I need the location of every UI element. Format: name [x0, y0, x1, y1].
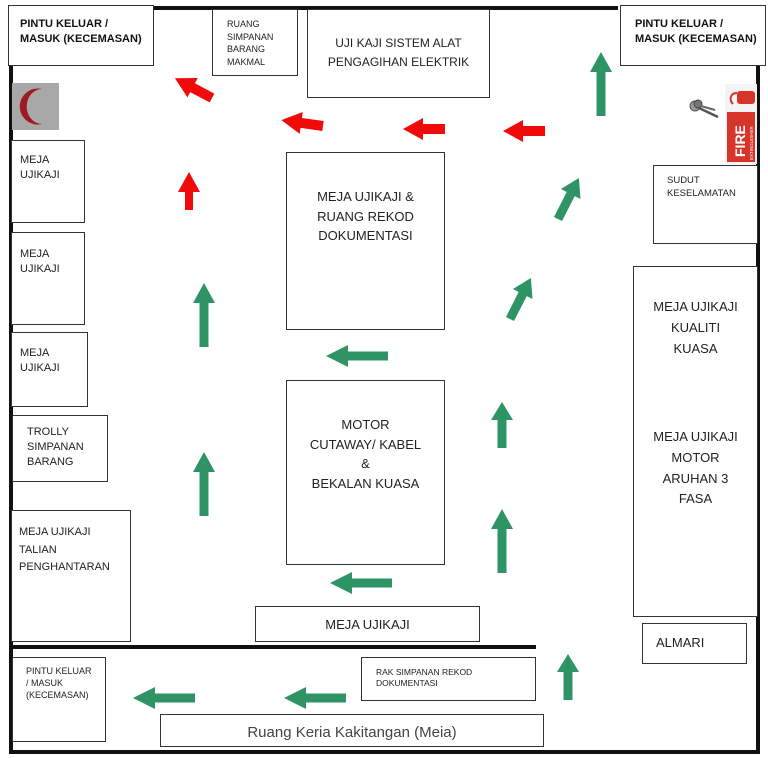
- green-arrow-up: [193, 452, 215, 516]
- red-arrow-up-left: [169, 68, 218, 108]
- fire-label: FIRE: [732, 125, 748, 157]
- test-table-3: MEJA UJIKAJI: [11, 332, 88, 407]
- fire-extinguisher-icon: FIRE EXTINGUISHER: [725, 84, 757, 164]
- test-table-2-label: MEJA UJIKAJI: [20, 248, 60, 275]
- red-arrow-left: [403, 118, 445, 140]
- red-crescent-icon: [12, 83, 59, 130]
- green-arrow-up: [491, 402, 513, 448]
- wall-right: [756, 8, 760, 754]
- red-arrow-up: [178, 172, 200, 210]
- wall-corridor-divider: [9, 645, 536, 649]
- records-rack: RAK SIMPANAN REKOD DOKUMENTASI: [361, 657, 536, 701]
- safety-corner-label: SUDUT KESELAMATAN: [667, 175, 736, 199]
- test-table-bottom: MEJA UJIKAJI: [255, 606, 480, 642]
- records-test-table: MEJA UJIKAJI & RUANG REKOD DOKUMENTASI: [286, 152, 445, 330]
- exit-top-right-label: PINTU KELUAR / MASUK (KECEMASAN): [635, 18, 757, 45]
- motor-cutaway-label: MOTOR CUTAWAY/ KABEL & BEKALAN KUASA: [309, 417, 422, 491]
- distribution-test-label: UJI KAJI SISTEM ALAT PENGAGIHAN ELEKTRIK: [327, 36, 470, 70]
- extinguisher-label: EXTINGUISHER: [749, 125, 754, 160]
- test-table-bottom-label: MEJA UJIKAJI: [325, 617, 410, 632]
- green-arrow-left: [326, 345, 388, 367]
- exit-top-left-label: PINTU KELUAR / MASUK (KECEMASAN): [20, 18, 142, 45]
- green-arrow-left: [330, 572, 392, 594]
- staff-room: Ruang Keria Kakitangan (Meia): [160, 714, 544, 747]
- red-arrow-left: [279, 109, 325, 137]
- green-arrow-left: [284, 687, 346, 709]
- wall-bottom: [9, 750, 760, 754]
- storage-lab-room: RUANG SIMPANAN BARANG MAKMAL: [212, 9, 298, 76]
- keys-icon: [688, 98, 722, 122]
- exit-bottom-left-label: PINTU KELUAR / MASUK (KECEMASAN): [26, 666, 92, 701]
- trolly-storage: TROLLY SIMPANAN BARANG: [12, 415, 108, 482]
- power-quality-label: MEJA UJIKAJI KUALITI KUASA: [653, 299, 738, 356]
- cable-test-table-label: MEJA UJIKAJI TALIAN PENGHANTARAN: [19, 526, 110, 574]
- wall-top: [153, 6, 618, 10]
- records-test-table-label: MEJA UJIKAJI & RUANG REKOD DOKUMENTASI: [317, 189, 414, 243]
- green-arrow-up: [193, 283, 215, 347]
- green-arrow-up: [590, 52, 612, 116]
- exit-top-left[interactable]: PINTU KELUAR / MASUK (KECEMASAN): [8, 5, 154, 66]
- green-arrow-up: [557, 654, 579, 700]
- exit-bottom-left[interactable]: PINTU KELUAR / MASUK (KECEMASAN): [12, 657, 106, 742]
- records-rack-label: RAK SIMPANAN REKOD DOKUMENTASI: [376, 667, 473, 689]
- test-table-2: MEJA UJIKAJI: [11, 232, 85, 325]
- safety-corner: SUDUT KESELAMATAN: [653, 165, 758, 244]
- cable-test-table: MEJA UJIKAJI TALIAN PENGHANTARAN: [11, 510, 131, 642]
- trolly-label: TROLLY SIMPANAN BARANG: [27, 426, 84, 468]
- green-arrow-up: [491, 509, 513, 573]
- green-arrow-up-right: [548, 173, 589, 224]
- staff-room-label: Ruang Keria Kakitangan (Meia): [247, 724, 457, 741]
- motor-3phase-label: MEJA UJIKAJI MOTOR ARUHAN 3 FASA: [653, 429, 738, 507]
- distribution-test-area: UJI KAJI SISTEM ALAT PENGAGIHAN ELEKTRIK: [307, 9, 490, 98]
- red-arrow-left: [503, 120, 545, 142]
- green-arrow-up-right: [500, 273, 541, 324]
- green-arrow-left: [133, 687, 195, 709]
- test-table-1-label: MEJA UJIKAJI: [20, 154, 60, 181]
- storage-lab-label: RUANG SIMPANAN BARANG MAKMAL: [227, 19, 274, 67]
- motor-cutaway-table: MOTOR CUTAWAY/ KABEL & BEKALAN KUASA: [286, 380, 445, 565]
- test-table-3-label: MEJA UJIKAJI: [20, 347, 60, 374]
- cupboard: ALMARI: [642, 623, 747, 664]
- power-quality-motor-table: MEJA UJIKAJI KUALITI KUASA MEJA UJIKAJI …: [633, 266, 758, 617]
- cupboard-label: ALMARI: [656, 635, 705, 650]
- exit-top-right[interactable]: PINTU KELUAR / MASUK (KECEMASAN): [620, 5, 766, 66]
- test-table-1: MEJA UJIKAJI: [11, 140, 85, 223]
